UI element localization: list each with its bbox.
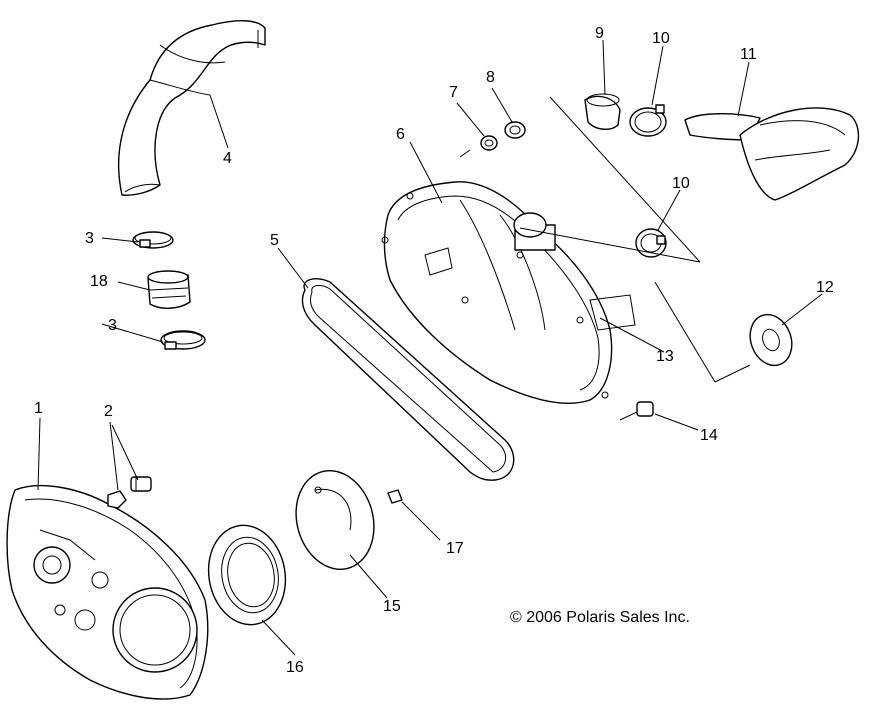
part-2-bolt-nut bbox=[107, 476, 152, 509]
part-1-inner-cover bbox=[6, 484, 209, 700]
callout-13: 13 bbox=[656, 348, 674, 365]
part-15-plate bbox=[295, 470, 375, 570]
part-3-clamp-upper bbox=[132, 231, 174, 249]
callout-10: 10 bbox=[652, 30, 670, 47]
callout-1: 1 bbox=[34, 400, 43, 417]
leader-lines bbox=[37, 39, 823, 656]
callout-8: 8 bbox=[486, 69, 495, 86]
part-17-fastener bbox=[387, 489, 403, 504]
part-9-adapter bbox=[584, 93, 621, 130]
part-10-clamp-lower bbox=[635, 228, 667, 258]
callout-18: 18 bbox=[90, 273, 108, 290]
part-4-intake-duct bbox=[117, 20, 266, 196]
callout-3: 3 bbox=[85, 230, 94, 247]
callout-10: 10 bbox=[672, 175, 690, 192]
part-16-seal bbox=[207, 524, 287, 626]
part-6-outer-cover bbox=[381, 181, 636, 404]
callout-16: 16 bbox=[286, 659, 304, 676]
callout-12: 12 bbox=[816, 279, 834, 296]
callout-2: 2 bbox=[104, 403, 113, 420]
part-10-clamp-upper bbox=[629, 104, 667, 137]
part-3-clamp-lower bbox=[160, 330, 206, 350]
callout-9: 9 bbox=[595, 25, 604, 42]
part-14-screw bbox=[619, 401, 654, 421]
callout-14: 14 bbox=[700, 427, 718, 444]
part-5-drive-belt bbox=[301, 278, 515, 481]
callout-4: 4 bbox=[223, 150, 232, 167]
callout-15: 15 bbox=[383, 598, 401, 615]
part-12-washer bbox=[749, 313, 793, 367]
part-7-washer bbox=[480, 135, 498, 151]
callout-6: 6 bbox=[396, 126, 405, 143]
callout-17: 17 bbox=[446, 540, 464, 557]
callout-7: 7 bbox=[449, 84, 458, 101]
callout-labels: 1 2 3 3 4 5 6 7 8 9 10 10 11 12 13 14 15… bbox=[34, 25, 834, 676]
copyright-text: © 2006 Polaris Sales Inc. bbox=[510, 609, 690, 626]
part-18-coupler bbox=[147, 270, 191, 309]
callout-3: 3 bbox=[108, 317, 117, 334]
part-11-air-duct bbox=[684, 107, 860, 201]
callout-11: 11 bbox=[740, 46, 757, 63]
callout-5: 5 bbox=[270, 232, 279, 249]
part-8-grommet bbox=[504, 121, 526, 139]
